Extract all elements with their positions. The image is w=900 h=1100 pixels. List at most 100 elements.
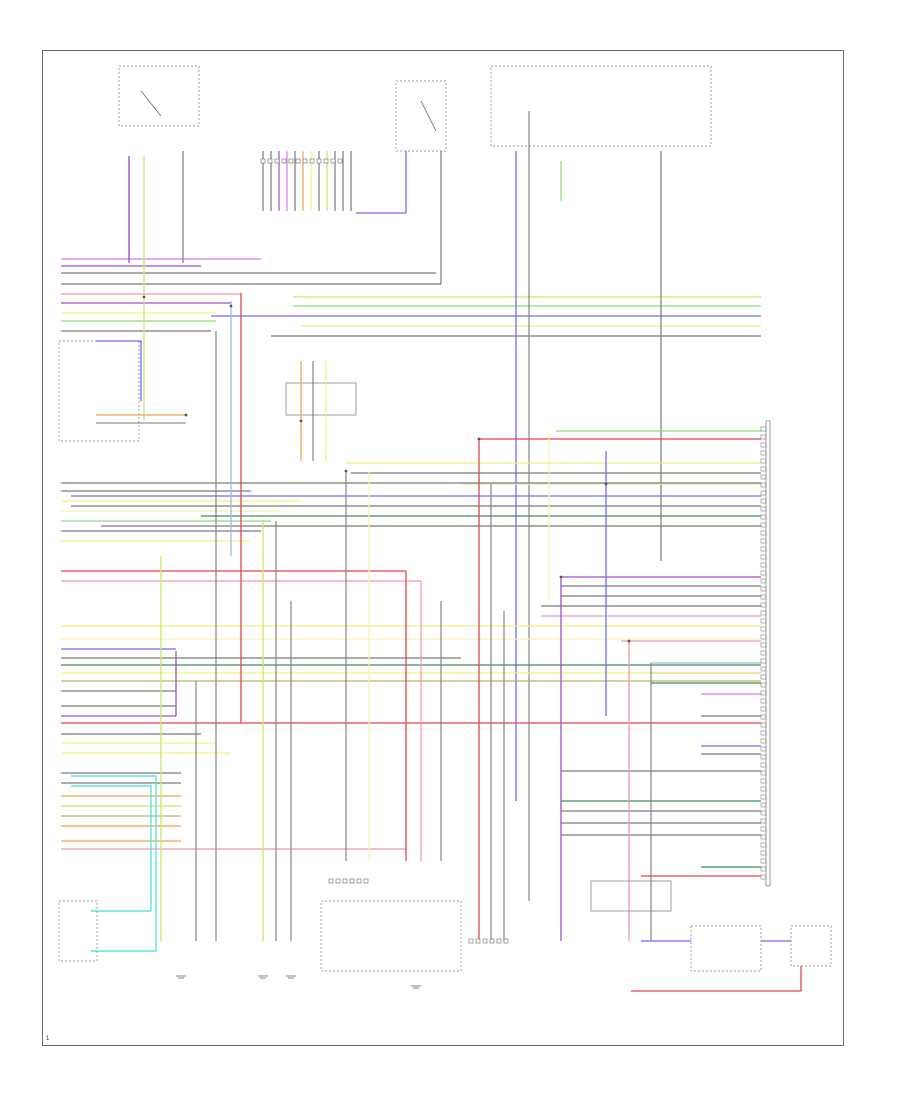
ecu-pin [760,818,767,824]
bottom-center-pin [328,878,334,884]
ecu-pin [760,522,767,528]
ecu-pin [760,786,767,792]
top-connector-pin [316,158,322,164]
bottom-center-pin [356,878,362,884]
ecu-connector-body [765,420,771,887]
switch-contact [140,90,162,117]
splice-dot [229,304,233,308]
ecu-pin [760,634,767,640]
bottom-center-ecu [320,900,462,972]
splice-dot [344,469,348,473]
bottom-pin-row [503,938,509,944]
ecu-pin [760,762,767,768]
ecu-pin [760,850,767,856]
top-connector-pin [330,158,336,164]
top-connector-pin [274,158,280,164]
bottom-center-pin [363,878,369,884]
ecu-pin [760,442,767,448]
ecu-pin [760,810,767,816]
bottom-pin-row [475,938,481,944]
ecu-pin [760,642,767,648]
ecu-pin [760,690,767,696]
splice-dot [559,575,563,579]
top-connector-pin [323,158,329,164]
bottom-pin-row [468,938,474,944]
ecu-pin [760,546,767,552]
splice-dot [299,419,303,423]
ecu-pin [760,778,767,784]
ecu-pin [760,482,767,488]
ecu-pin [760,458,767,464]
top-connector-pin [295,158,301,164]
wire-sensor [96,340,142,401]
ecu-pin [760,434,767,440]
top-connector-pin [260,158,266,164]
diagram-frame [42,50,844,1046]
splice-dot [604,482,608,486]
bottom-pin-row [482,938,488,944]
wire-cyan [71,785,152,912]
ecu-pin [760,602,767,608]
ecu-pin [760,826,767,832]
ecu-pin [760,570,767,576]
bottom-center-pin [335,878,341,884]
ecu-pin [760,466,767,472]
ecu-pin [760,450,767,456]
splice-dot [627,639,631,643]
ecu-pin [760,666,767,672]
ecu-pin [760,490,767,496]
bottom-right-sensor [790,925,832,967]
bottom-pin-row [489,938,495,944]
ecu-pin [760,842,767,848]
ecu-pin [760,722,767,728]
ecu-pin [760,618,767,624]
bottom-right-module [690,925,762,972]
ecu-pin [760,514,767,520]
ecu-pin [760,554,767,560]
ecu-pin [760,794,767,800]
relay-block-mid [285,382,357,416]
ecu-pin [760,530,767,536]
ecu-pin [760,874,767,880]
bottom-center-pin [349,878,355,884]
ecu-pin [760,578,767,584]
ecu-pin [760,498,767,504]
ecu-pin [760,698,767,704]
ecu-pin [760,706,767,712]
pressure-switch-box [395,80,447,152]
ecu-pin [760,682,767,688]
sensor-bottom-left [58,900,98,962]
ecu-pin [760,858,767,864]
top-connector-pin [302,158,308,164]
top-right-relay-box [490,65,712,147]
ecu-pin [760,610,767,616]
top-connector-pin [267,158,273,164]
splice-dot [184,413,188,417]
bottom-center-pin [342,878,348,884]
ecu-pin [760,474,767,480]
ecu-pin [760,594,767,600]
wire-cyan [71,775,157,952]
ecu-pin [760,802,767,808]
bottom-pin-row [496,938,502,944]
ecu-pin [760,754,767,760]
ecu-pin [760,866,767,872]
ecu-pin [760,506,767,512]
ecu-pin [760,674,767,680]
splice-dot [142,295,146,299]
ecu-pin [760,746,767,752]
ecu-pin [760,538,767,544]
ecu-pin [760,714,767,720]
ecu-pin [760,426,767,432]
ecu-pin [760,626,767,632]
left-sensor-box [58,340,140,442]
ecu-pin [760,730,767,736]
ecu-pin [760,770,767,776]
switch-contact [420,100,437,132]
wiring-diagram [58,65,832,992]
top-connector-pin [337,158,343,164]
ecu-pin [760,586,767,592]
ecu-pin [760,658,767,664]
ecu-pin [760,562,767,568]
splice-dot [477,437,481,441]
